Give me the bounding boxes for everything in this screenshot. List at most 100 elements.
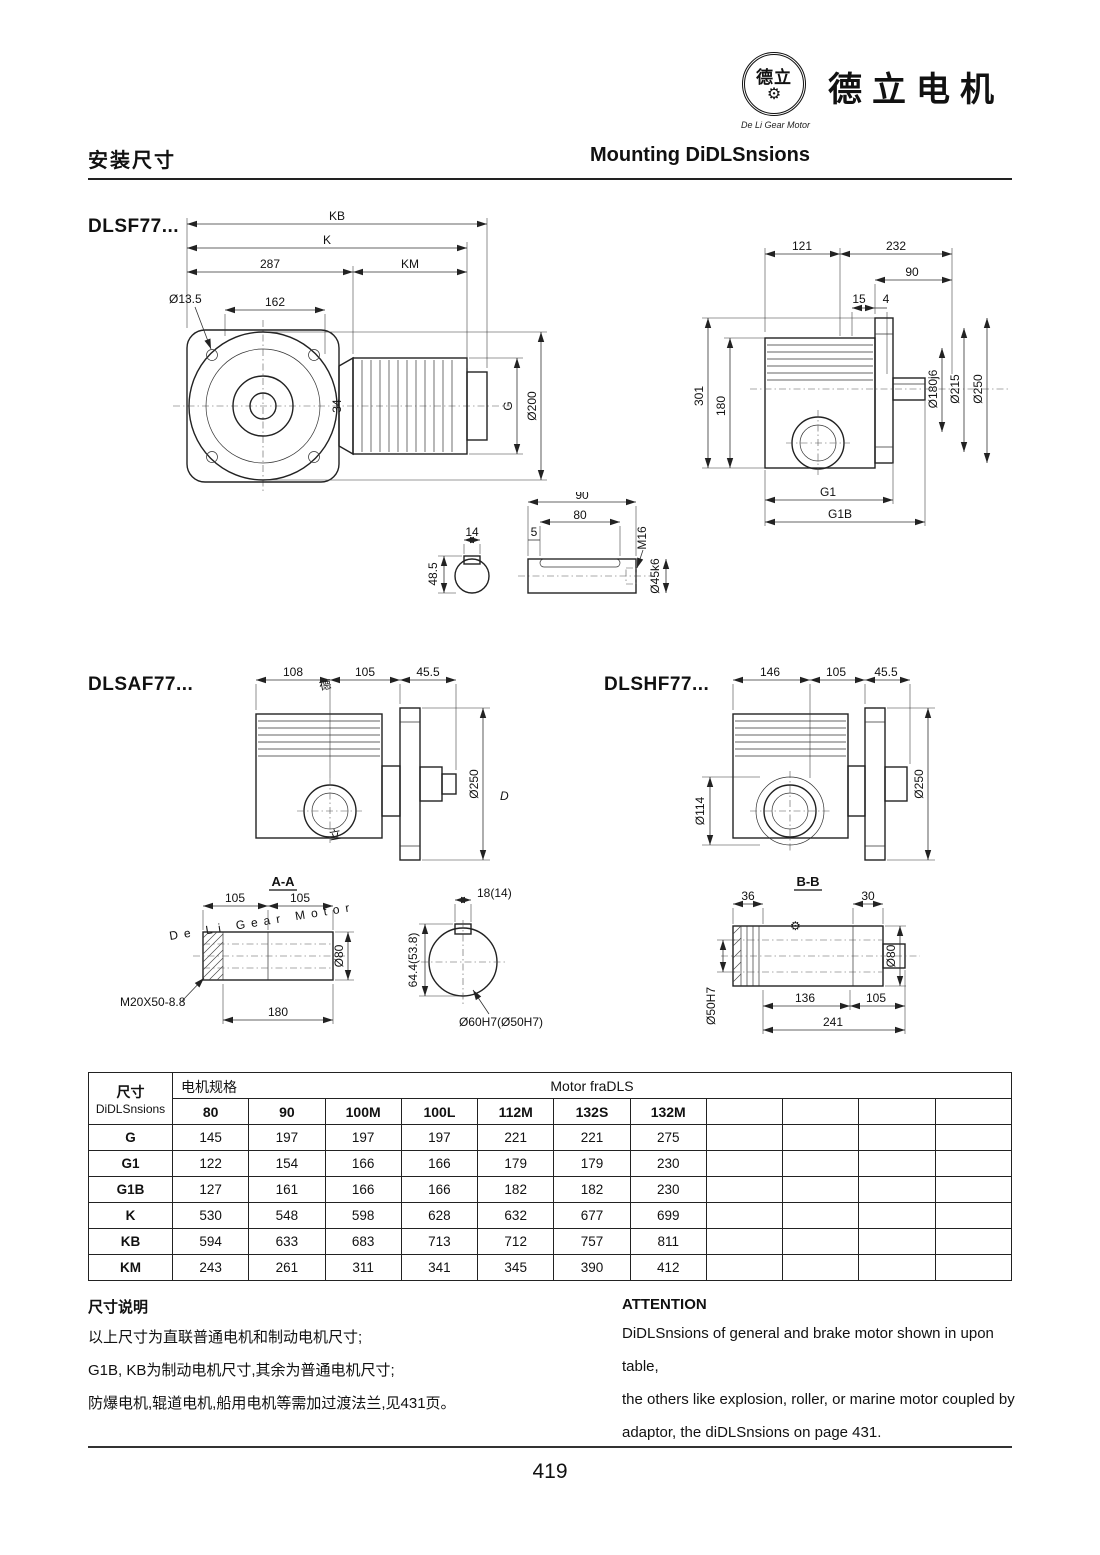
table-cell: 699	[629, 1202, 707, 1229]
table-cell: 713	[400, 1228, 479, 1255]
dim-label: 287	[260, 257, 280, 271]
table-cell: 598	[324, 1202, 402, 1229]
output-shaft-detail-drawing: 90 80 5 14 48.5 M16 Ø45k6	[428, 492, 670, 594]
notes-en-lines: DiDLSnsions of general and brake motor s…	[622, 1317, 1022, 1449]
note-line: DiDLSnsions of general and brake motor s…	[622, 1325, 994, 1375]
dim-label: 105	[866, 991, 886, 1005]
dim-label: 232	[886, 239, 906, 253]
note-line: adaptor, the diDLSnsions on page 431.	[622, 1424, 882, 1441]
dim-label: Ø50H7	[704, 987, 718, 1025]
drawing-geometry	[173, 320, 510, 492]
dim-label: KM	[401, 257, 419, 271]
dim-label: Ø250	[971, 374, 985, 404]
table-cell: 757	[553, 1228, 631, 1255]
dim-label: 48.5	[428, 562, 440, 586]
page-title-en: Mounting DiDLSnsions	[590, 144, 810, 166]
table-cell	[705, 1254, 784, 1281]
dim-label: 105	[225, 891, 245, 905]
dimension-lines	[181, 902, 354, 1024]
dimension-lines	[419, 896, 490, 1015]
column-header: 132S	[553, 1098, 631, 1125]
drawing-geometry	[732, 707, 908, 861]
dim-label: Ø114	[693, 796, 707, 825]
table-cell: 594	[171, 1228, 250, 1255]
table-cell: 197	[400, 1124, 479, 1151]
section-label: B-B	[796, 874, 819, 889]
dlsf77-label: DLSF77...	[88, 216, 180, 237]
table-cell: 221	[477, 1124, 555, 1151]
column-header: 100L	[400, 1098, 479, 1125]
row-label: G1B	[88, 1176, 173, 1203]
dim-label: 301	[692, 386, 706, 406]
dim-label: 180	[714, 396, 728, 416]
brand-name: 德立电机	[828, 72, 1004, 109]
dim-label: Ø80	[332, 944, 346, 967]
table-cell: 345	[477, 1254, 555, 1281]
note-line: the others like explosion, roller, or ma…	[622, 1391, 1015, 1408]
table-cell: 166	[324, 1150, 402, 1177]
table-cell: 275	[629, 1124, 707, 1151]
dimension-lines	[702, 248, 991, 526]
dim-label: Ø45k6	[648, 558, 662, 594]
gear-icon: ⚙	[766, 86, 782, 103]
dim-label: 105	[355, 666, 375, 679]
notes-cn-lines: 以上尺寸为直联普通电机和制动电机尺寸; G1B, KB为制动电机尺寸,其余为普通电…	[88, 1321, 598, 1420]
column-header	[782, 1098, 860, 1125]
table-cell: 530	[171, 1202, 250, 1229]
brand-logo-emblem: 德立 ⚙	[742, 52, 806, 116]
dim-label: G1	[820, 485, 836, 499]
notes-en-title: ATTENTION	[622, 1296, 707, 1313]
table-cell: 197	[248, 1124, 326, 1151]
drawing-geometry	[454, 555, 653, 594]
page-number: 419	[532, 1460, 568, 1483]
table-cell	[705, 1176, 784, 1203]
table-cell: 548	[248, 1202, 326, 1229]
table-cell: 154	[248, 1150, 326, 1177]
dim-label: Ø250	[912, 769, 926, 799]
dim-label: 105	[826, 666, 846, 679]
corner-label-en: DiDLSnsions	[95, 1101, 166, 1116]
dim-label: M16	[635, 526, 649, 550]
dim-label: 34	[330, 399, 344, 413]
table-cell	[782, 1176, 860, 1203]
note-line: 以上尺寸为直联普通电机和制动电机尺寸;	[88, 1329, 363, 1346]
table-cell	[782, 1228, 860, 1255]
dim-label: 80	[573, 508, 587, 522]
table-cell: 161	[248, 1176, 326, 1203]
dlshf77-drawing: 146 105 45.5 Ø114 Ø250	[693, 666, 935, 861]
dim-label: 64.4(53.8)	[406, 933, 420, 988]
dim-label: Ø215	[948, 374, 962, 404]
dim-label: 180	[268, 1005, 288, 1019]
dlsaf77-drawing: 108 105 45.5 Ø250	[255, 666, 490, 861]
table-cell: 182	[477, 1176, 555, 1203]
column-header: 132M	[629, 1098, 707, 1125]
drawing-geometry	[721, 925, 920, 987]
table-cell: 182	[553, 1176, 631, 1203]
section-label: A-A	[271, 874, 295, 889]
table-cell	[934, 1124, 1013, 1151]
dim-label: 162	[265, 295, 285, 309]
table-cell: 412	[629, 1254, 707, 1281]
table-cell: 166	[400, 1176, 479, 1203]
table-cell	[934, 1176, 1013, 1203]
table-cell: 633	[248, 1228, 326, 1255]
dim-label: 18(14)	[477, 886, 512, 900]
table-cell: 261	[248, 1254, 326, 1281]
note-line: G1B, KB为制动电机尺寸,其余为普通电机尺寸;	[88, 1362, 395, 1379]
bore-detail-drawing: 18(14) 64.4(53.8) Ø60H7(Ø50H7)	[406, 886, 543, 1029]
dimension-lines	[438, 498, 670, 594]
table-cell	[858, 1150, 936, 1177]
dlsf77-side-view-drawing: 121 232 90 15 4 301 180 Ø180j6 Ø215 Ø250…	[692, 239, 1008, 526]
dim-label: 45.5	[874, 666, 898, 679]
column-header	[934, 1098, 1013, 1125]
dim-label: 241	[823, 1015, 843, 1029]
dimension-lines	[717, 900, 906, 1034]
dim-label: Ø60H7(Ø50H7)	[459, 1015, 543, 1029]
column-header	[705, 1098, 784, 1125]
table-cell: 683	[324, 1228, 402, 1255]
